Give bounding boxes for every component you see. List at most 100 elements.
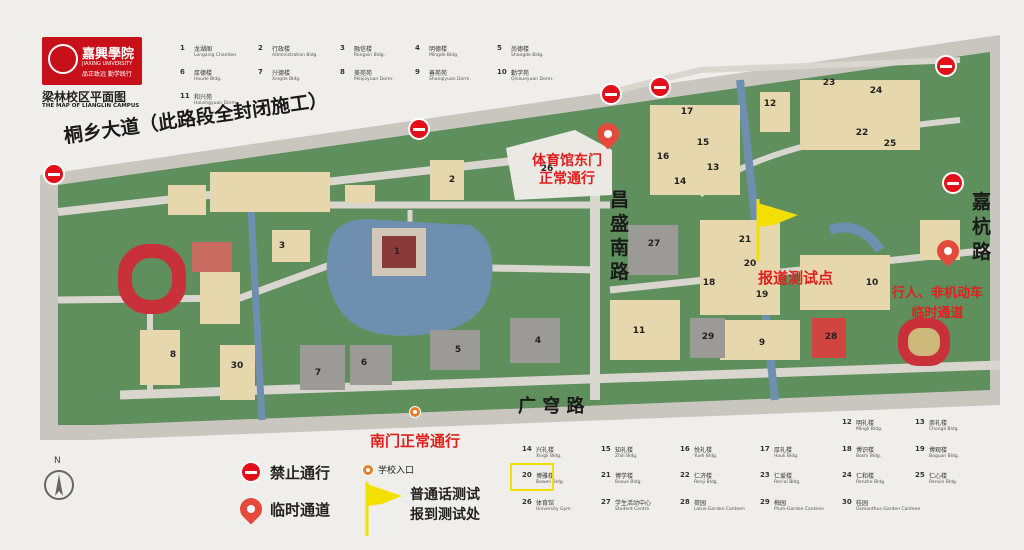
legend-name-en: Boguan Bldg.	[929, 454, 960, 459]
legend-name-cn: 明德楼	[429, 46, 448, 53]
building-number-label[interactable]: 30	[230, 361, 244, 371]
logo-name-en: JIAXING UNIVERSITY	[82, 61, 133, 67]
building-number-label[interactable]: 13	[706, 163, 720, 173]
legend-name-en: Chongli Bldg.	[929, 427, 959, 432]
building-number-label[interactable]: 11	[632, 326, 646, 336]
building-number-label[interactable]: 22	[855, 128, 869, 138]
legend-name-en: Osmanthus-Garden Canteen	[856, 507, 921, 512]
legend-no-entry-icon	[240, 461, 262, 483]
building-number-label[interactable]: 6	[360, 358, 368, 368]
legend-number: 29	[760, 498, 770, 506]
legend-number: 17	[760, 445, 770, 453]
legend-name-en: Boshi Bldg.	[856, 454, 882, 459]
legend-number: 6	[180, 68, 185, 76]
legend-name-en: Student Centre	[615, 507, 650, 512]
legend-name-cn: 学生活动中心	[615, 500, 652, 507]
building-number-label[interactable]: 5	[454, 345, 462, 355]
building-number-label[interactable]: 1	[393, 247, 401, 257]
building-number-label[interactable]: 19	[755, 290, 769, 300]
school-entrance-icon[interactable]	[409, 406, 421, 418]
building-number-label[interactable]: 18	[702, 278, 716, 288]
building-number-label[interactable]: 10	[865, 278, 879, 288]
map-title: 梁林校区平面图	[42, 90, 127, 104]
legend-name-en: Xingli Bldg.	[536, 454, 562, 459]
test-flag-icon[interactable]	[752, 195, 804, 265]
building-number-label[interactable]: 25	[883, 139, 897, 149]
building-number-label[interactable]: 7	[314, 368, 322, 378]
legend-name-cn: 仁爱楼	[774, 473, 793, 480]
road-label-south: 广 穹 路	[518, 396, 585, 417]
building-number-label[interactable]: 20	[743, 259, 757, 269]
building-number-label[interactable]: 28	[824, 332, 838, 342]
south-gate-label: 南门正常通行	[370, 432, 461, 450]
legend-number: 13	[915, 418, 925, 426]
legend-test-label: 普通话测试 报到测试处	[410, 485, 480, 525]
legend-name-en: Lotus-Garden Canteen	[694, 507, 745, 512]
no-entry-icon	[600, 83, 622, 105]
no-entry-icon	[408, 118, 430, 140]
legend-flag-icon	[365, 482, 402, 536]
building-number-label[interactable]: 9	[758, 338, 766, 348]
legend-name-en: Ren'ai Bldg.	[774, 480, 801, 485]
road-label-middle: 昌 盛 南 路	[610, 188, 632, 284]
legend-number: 24	[842, 471, 852, 479]
legend-number: 27	[601, 498, 611, 506]
building-number-label[interactable]: 14	[673, 177, 687, 187]
legend-name-en: Renzhe Bldg.	[856, 480, 886, 485]
legend-number: 22	[680, 471, 690, 479]
building-number-label[interactable]: 17	[680, 107, 694, 117]
east-passage-line1: 行人、非机动车	[892, 286, 984, 301]
legend-name-cn: 桂园	[856, 500, 869, 507]
no-entry-icon	[935, 55, 957, 77]
gym-building	[506, 130, 612, 200]
building-number-label[interactable]: 4	[534, 336, 542, 346]
legend-name-cn: 仁济楼	[694, 473, 713, 480]
road-char: 盛	[610, 213, 630, 235]
building-number-label[interactable]: 29	[701, 332, 715, 342]
legend-entrance-icon	[362, 464, 374, 476]
legend-name-cn: 尚德楼	[511, 46, 530, 53]
legend-number: 7	[258, 68, 263, 76]
legend-test-line1: 普通话测试	[410, 487, 480, 503]
legend-name-en: Houli Bldg.	[774, 454, 799, 459]
building-number-label[interactable]: 12	[763, 99, 777, 109]
legend-number: 16	[680, 445, 690, 453]
legend-name-cn: 行政楼	[272, 46, 291, 53]
map-subtitle: THE MAP OF LIANGLIN CAMPUS	[42, 103, 140, 109]
gym-gate-line2: 正常通行	[539, 171, 595, 187]
legend-number: 20	[522, 471, 532, 479]
legend-name-cn: 善苑苑	[429, 70, 448, 77]
legend-number: 26	[522, 498, 532, 506]
no-entry-icon	[942, 172, 964, 194]
legend-name-en: Shanqiyuan Dorm.	[429, 77, 471, 82]
gym-gate-line1: 体育馆东门	[532, 153, 602, 169]
legend-name-cn: 美苑苑	[354, 70, 373, 77]
legend-number: 28	[680, 498, 690, 506]
legend-number: 15	[601, 445, 611, 453]
legend-temp-passage-label: 临时通道	[270, 501, 331, 519]
lake	[326, 219, 493, 336]
legend-number: 10	[497, 68, 507, 76]
building-number-label[interactable]: 27	[647, 239, 661, 249]
gym-gate-note: 体育馆东门 正常通行	[532, 152, 602, 188]
legend-number: 18	[842, 445, 852, 453]
university-logo: 嘉興學院 JIAXING UNIVERSITY 品正致远 勤学践行	[42, 37, 142, 85]
legend-number: 19	[915, 445, 925, 453]
building-number-label[interactable]: 21	[738, 235, 752, 245]
legend-name-cn: 厚礼楼	[774, 447, 793, 454]
building-number-label[interactable]: 16	[656, 152, 670, 162]
legend-name-en: Zhili Bldg.	[615, 454, 638, 459]
logo-motto: 品正致远 勤学践行	[82, 71, 132, 78]
east-passage-line2: 临时通道	[911, 306, 964, 321]
building-number-label[interactable]: 8	[169, 350, 177, 360]
legend-name-cn: 仁和楼	[856, 473, 875, 480]
building-number-label[interactable]: 15	[696, 138, 710, 148]
building-number-label[interactable]: 2	[448, 175, 456, 185]
building-number-label[interactable]: 3	[278, 241, 286, 251]
legend-name-en: Longxing Chamber	[194, 53, 237, 58]
building-number-label[interactable]: 24	[869, 86, 883, 96]
legend-name-en: Boxue Bldg.	[615, 480, 642, 485]
building-number-label[interactable]: 26	[540, 164, 554, 174]
building-number-label[interactable]: 23	[822, 78, 836, 88]
